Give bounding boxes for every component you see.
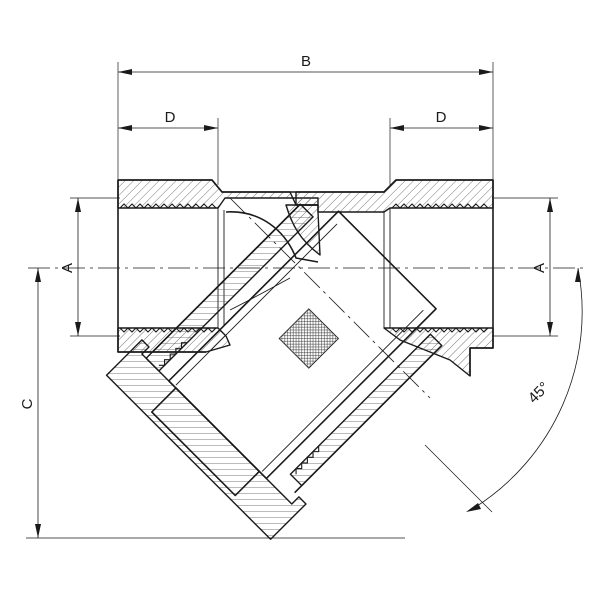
filter-mesh-detail [278, 308, 340, 369]
dimension-d-left-label: D [165, 109, 176, 126]
dimension-a-right: A [492, 197, 558, 337]
cap-plug-face [151, 387, 261, 497]
cap-thread-right [295, 445, 320, 475]
cap-thread-left [158, 342, 188, 366]
dimension-angle: 45° [424, 267, 583, 513]
dimension-a-left: A [59, 197, 120, 337]
strainer-leg [105, 203, 443, 541]
dimension-angle-label: 45° [525, 379, 553, 407]
inner-seat-curve [225, 211, 319, 263]
dimension-c: C [19, 268, 405, 539]
inlet-thread-top [119, 203, 217, 209]
dimension-d-right-label: D [436, 109, 447, 126]
dimension-c-label: C [19, 398, 36, 409]
screw-cap [105, 339, 307, 541]
dimension-b-label: B [301, 53, 311, 70]
leg-outline [152, 203, 443, 494]
dimension-d-left: D [118, 109, 219, 185]
outlet-thread-top [391, 203, 489, 209]
outlet-thread-bottom [391, 327, 489, 333]
dimension-d-right: D [389, 109, 493, 185]
dimension-b: B [117, 53, 494, 185]
